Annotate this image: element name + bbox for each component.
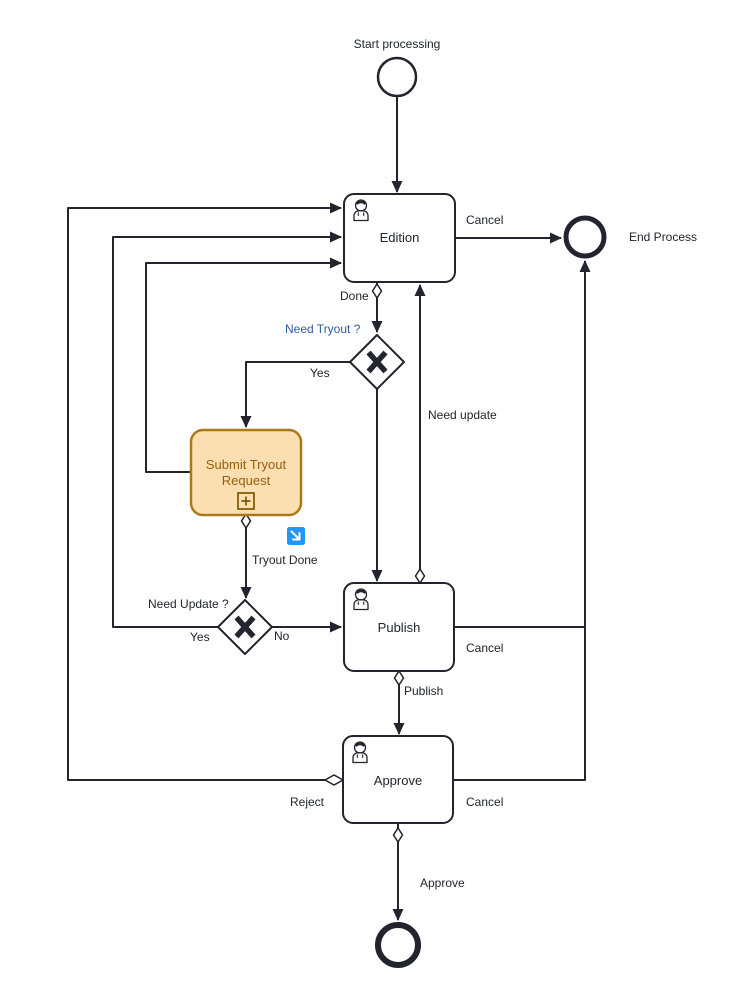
drilldown-arrow-icon[interactable] <box>287 527 305 545</box>
need-update-gateway-label: Need Update ? <box>148 597 229 611</box>
approve-task-label: Approve <box>374 773 422 788</box>
end-process-event[interactable] <box>563 215 607 259</box>
need-update-gateway[interactable] <box>217 599 273 655</box>
publish-flow-label: Publish <box>404 684 443 698</box>
plus-icon <box>237 492 255 510</box>
conditional-marker-need-update <box>414 567 426 585</box>
flow-approve-reject <box>67 202 342 781</box>
update-yes-label: Yes <box>190 630 210 644</box>
gateway-x-mark <box>366 350 388 374</box>
need-update-return-label: Need update <box>428 408 497 422</box>
need-tryout-gateway-label: Need Tryout ? <box>285 322 361 336</box>
approve-task[interactable]: Approve <box>342 735 454 824</box>
edition-task-label: Edition <box>380 230 420 245</box>
approve-flow-label: Approve <box>420 876 465 890</box>
tryout-yes-label: Yes <box>310 366 330 380</box>
update-no-label: No <box>274 629 290 643</box>
final-end-event[interactable] <box>375 922 421 968</box>
conditional-marker-reject <box>323 774 345 786</box>
edition-cancel-label: Cancel <box>466 213 503 227</box>
submit-tryout-label-line1: Submit Tryout <box>206 457 287 472</box>
flow-tryout-yes <box>240 361 350 428</box>
conditional-marker-publish <box>393 669 405 687</box>
publish-task[interactable]: Publish <box>343 582 455 672</box>
conditional-marker-done <box>371 282 383 300</box>
start-event[interactable] <box>376 56 418 98</box>
start-event-label: Start processing <box>354 37 441 51</box>
flow-submit-back-to-edition <box>145 257 342 473</box>
edition-task[interactable]: Edition <box>343 193 456 283</box>
tryout-done-label: Tryout Done <box>252 553 318 567</box>
conditional-marker-approve <box>392 826 404 844</box>
submit-tryout-label-line2: Request <box>222 473 271 488</box>
end-process-label: End Process <box>629 230 697 244</box>
done-label: Done <box>340 289 369 303</box>
reject-label: Reject <box>290 795 325 809</box>
need-tryout-gateway[interactable] <box>349 334 405 390</box>
flow-approve-cancel-to-end <box>453 260 591 781</box>
flow-update-yes <box>112 231 342 628</box>
conditional-marker-tryout-done <box>240 512 252 530</box>
approve-cancel-label: Cancel <box>466 795 503 809</box>
submit-tryout-task[interactable]: Submit Tryout Request <box>189 428 303 517</box>
publish-task-label: Publish <box>378 620 421 635</box>
publish-cancel-label: Cancel <box>466 641 503 655</box>
gateway-x-mark <box>234 615 256 639</box>
